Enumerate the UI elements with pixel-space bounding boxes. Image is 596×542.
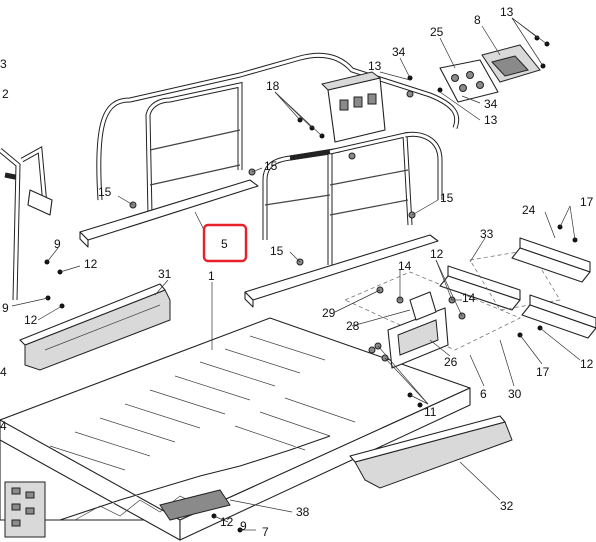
- callout-6: 6: [480, 387, 487, 401]
- callout-28: 28: [346, 319, 360, 333]
- tail-lamp-8: [481, 44, 541, 83]
- platform-floor: [0, 317, 471, 541]
- highlighted-callout-5: 5: [202, 223, 248, 263]
- callout-3: 3: [0, 57, 7, 71]
- callout-4-lower: 4: [0, 419, 7, 433]
- callout-9-upper: 9: [54, 237, 61, 251]
- callout-5: 5: [221, 237, 228, 251]
- callout-34-lower: 34: [484, 97, 498, 111]
- callout-11: 11: [424, 405, 437, 419]
- callout-13-mid: 13: [368, 59, 382, 73]
- callout-15-center: 15: [264, 159, 278, 173]
- callout-1: 1: [208, 269, 215, 283]
- callout-25: 25: [430, 25, 444, 39]
- callout-31: 31: [158, 267, 172, 281]
- callout-24: 24: [522, 203, 536, 217]
- callout-9-bottom: 9: [240, 519, 247, 533]
- leader-lines: [11, 17, 581, 531]
- callout-38: 38: [296, 505, 310, 519]
- platform-frame: [4, 435, 331, 538]
- callout-12-right: 12: [580, 357, 594, 371]
- railing-assembly: [79, 52, 460, 308]
- callout-8: 8: [474, 13, 481, 27]
- flap-31: [19, 283, 171, 371]
- callout-9-lower: 9: [2, 301, 9, 315]
- lamp-housing: [321, 71, 386, 143]
- callout-26: 26: [444, 355, 458, 369]
- side-bracket-33: [439, 249, 561, 311]
- callout-12-lower: 12: [24, 313, 38, 327]
- callout-32: 32: [500, 499, 514, 513]
- callout-13-top: 13: [500, 5, 514, 19]
- lamp-plate-25: [439, 59, 499, 103]
- callout-17-upper: 17: [580, 195, 594, 209]
- bracket-assembly: [344, 271, 521, 369]
- callout-2: 2: [2, 87, 9, 101]
- callout-4-upper: 4: [0, 365, 7, 379]
- left-frame-2: [0, 145, 53, 301]
- callout-labels: 8 13 25 34 13 34 13 18 2 15 15 15 15 9 1…: [0, 5, 594, 539]
- callout-18: 18: [266, 79, 280, 93]
- flap-32: [349, 415, 513, 489]
- callout-15-right: 15: [440, 191, 454, 205]
- callout-13-lower: 13: [484, 113, 498, 127]
- callout-30: 30: [508, 387, 522, 401]
- callout-15-left: 15: [98, 185, 112, 199]
- callout-12-mid: 12: [430, 247, 444, 261]
- callout-14-right: 14: [462, 291, 476, 305]
- callout-29: 29: [322, 306, 336, 320]
- callout-17-lower: 17: [536, 365, 550, 379]
- callout-12-upper: 12: [84, 257, 98, 271]
- callout-33: 33: [480, 227, 494, 241]
- side-bracket-24: [511, 237, 596, 339]
- callout-12-bottom: 12: [220, 515, 234, 529]
- callout-14-upper: 14: [398, 259, 412, 273]
- callout-34-upper: 34: [392, 45, 406, 59]
- highlight-box: [202, 223, 248, 263]
- callout-7: 7: [262, 525, 269, 539]
- callout-15-bottom: 15: [270, 244, 284, 258]
